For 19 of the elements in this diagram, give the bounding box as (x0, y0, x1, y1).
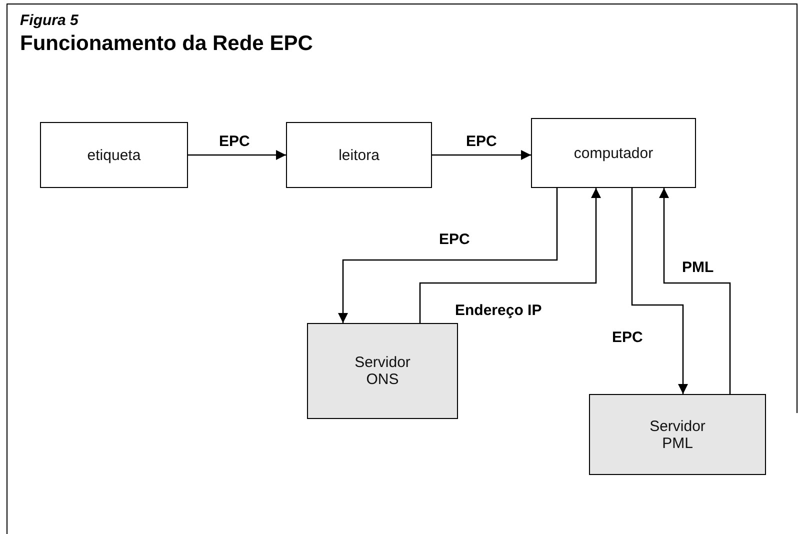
arrow (338, 188, 558, 323)
figure-caption: Figura 5 (20, 12, 78, 29)
arrow (659, 188, 731, 394)
node-label: computador (572, 144, 654, 162)
arrow (419, 188, 601, 323)
node-label: etiqueta (86, 146, 142, 164)
arrow (188, 150, 286, 160)
edge-label: Endereço IP (453, 302, 544, 320)
arrow (432, 150, 531, 160)
server-box (307, 323, 458, 419)
arrow (631, 188, 688, 394)
node-label: leitora (338, 146, 380, 164)
process-box (286, 122, 432, 188)
node-label: Servidor PML (648, 418, 706, 452)
process-box (531, 118, 696, 188)
node-label: Servidor ONS (354, 354, 412, 388)
process-box (40, 122, 188, 188)
diagram-title: Funcionamento da Rede EPC (20, 32, 313, 56)
server-box (589, 394, 766, 475)
